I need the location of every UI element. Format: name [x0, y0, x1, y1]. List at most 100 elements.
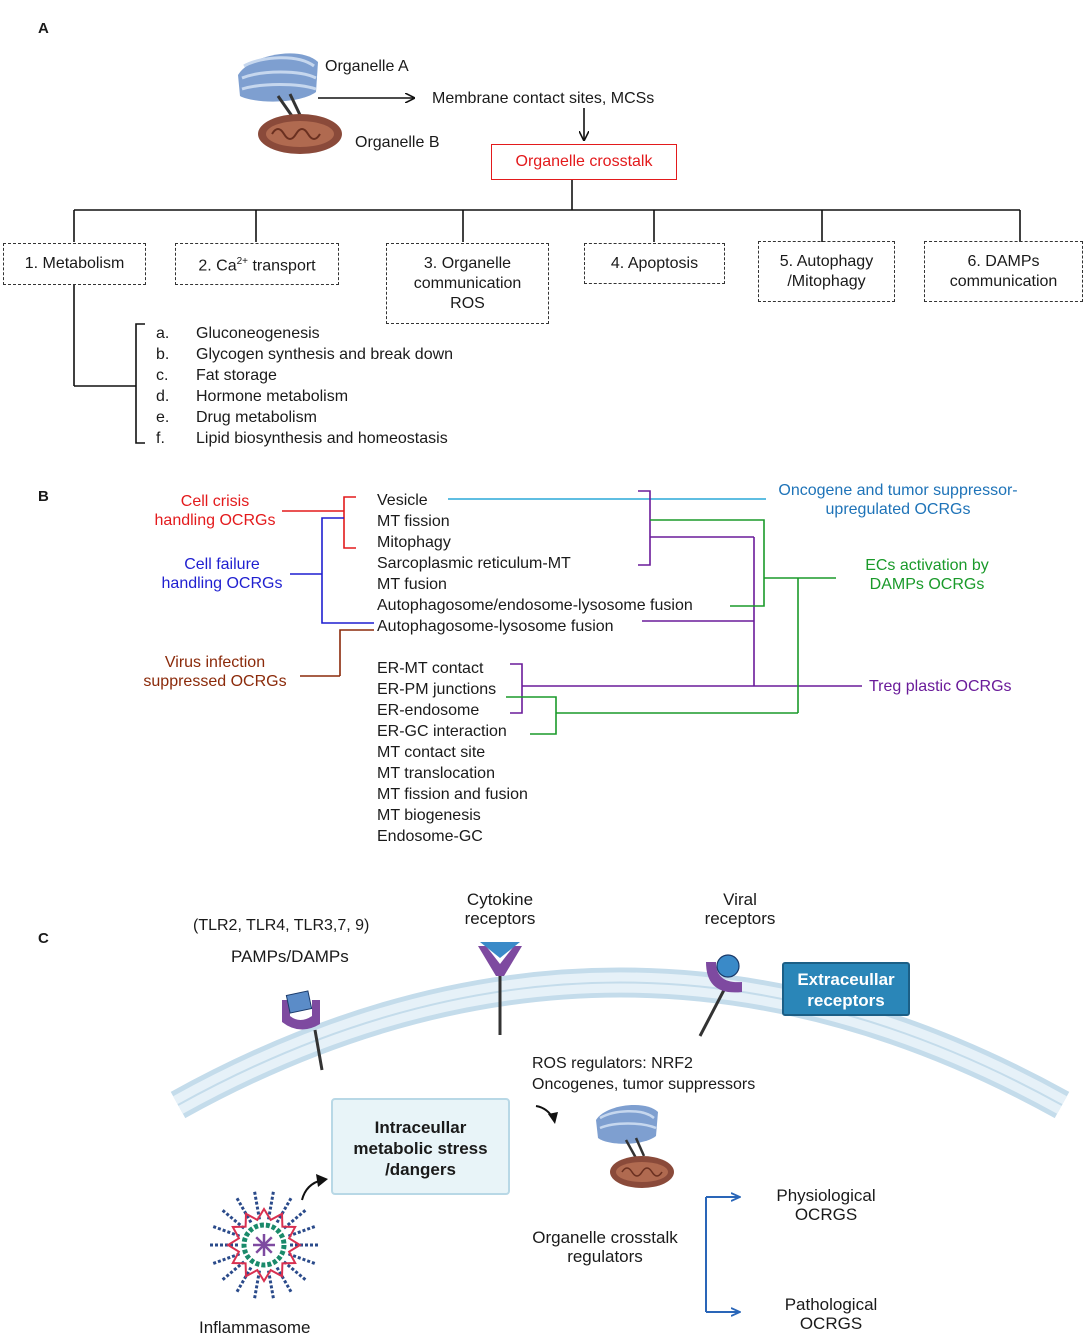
group-label: Virus infection	[164, 654, 266, 671]
organelle-process-item: Mitophagy	[377, 534, 451, 551]
organelle-a-label: Organelle A	[325, 58, 409, 75]
ros-regulators-label: ROS regulators: NRF2	[532, 1055, 693, 1072]
inflammasome-spike	[220, 1207, 246, 1230]
label-line: Organelle crosstalk	[532, 1228, 678, 1247]
inflammasome-spike	[275, 1266, 294, 1295]
inflammasome-spike	[275, 1195, 294, 1224]
organelle-process-item: ER-PM junctions	[377, 681, 497, 698]
group-label: Oncogene and tumor suppressor-	[778, 482, 1018, 499]
intracellular-stress-box: Intraceullar metabolic stress /dangers	[331, 1098, 510, 1195]
red-connector	[282, 496, 356, 549]
inflammasome-spike	[267, 1270, 276, 1301]
organelle-process-item: ER-MT contact	[377, 660, 484, 677]
organelle-crosstalk-box: Organelle crosstalk	[491, 144, 677, 180]
group-label: DAMPs OCRGs	[869, 576, 985, 593]
category-label: 4. Apoptosis	[610, 254, 699, 272]
group-label: Cell failure	[184, 556, 260, 573]
inflammasome-icon	[208, 1189, 320, 1301]
inflammasome-spike	[282, 1260, 308, 1283]
category-label: communication	[949, 272, 1058, 290]
category-label: 3. Organelle	[423, 254, 512, 272]
group-label: handling OCRGs	[161, 575, 283, 592]
inflammasome-spike	[282, 1207, 308, 1230]
category-label: 2. Ca	[198, 257, 237, 275]
metabolism-item-letter: b.	[156, 346, 170, 363]
cell-failure-label: Cell failure handling OCRGs	[154, 555, 290, 593]
panel-label-a: A	[38, 20, 49, 37]
green-connector	[506, 519, 836, 735]
inflammasome-spike	[234, 1195, 253, 1224]
pamps-receptor-icon	[282, 990, 324, 1071]
label-line: receptors	[704, 909, 776, 928]
metabolism-item: Gluconeogenesis	[196, 325, 320, 342]
treg-label: Treg plastic OCRGs	[869, 678, 1012, 695]
crosstalk-regulators-label: Organelle crosstalk regulators	[520, 1228, 690, 1266]
organelle-process-item: MT translocation	[377, 765, 495, 782]
panel-label-b: B	[38, 488, 49, 505]
physiological-ocrgs-label: Physiological OCRGS	[760, 1186, 892, 1224]
oncogene-label: Oncogene and tumor suppressor- upregulat…	[778, 481, 1018, 519]
label-line: Intraceullar	[374, 1118, 467, 1137]
inflammasome-spike	[252, 1270, 261, 1301]
viral-receptor-icon	[698, 954, 742, 1037]
cell-membrane	[170, 967, 1070, 1119]
metabolism-item-letter: e.	[156, 409, 170, 426]
label-line: receptors	[464, 909, 536, 928]
category-autophagy: 5. Autophagy /Mitophagy	[758, 241, 895, 302]
label-line: Pathological	[784, 1295, 878, 1314]
label-line: OCRGS	[794, 1205, 858, 1224]
category-label: /Mitophagy	[787, 272, 866, 290]
label-line: OCRGS	[799, 1314, 863, 1333]
group-label: Cell crisis	[180, 493, 250, 510]
group-label: handling OCRGs	[154, 512, 276, 529]
metabolism-item: Drug metabolism	[196, 409, 317, 426]
category-label: 5. Autophagy	[779, 252, 874, 270]
panel-label-c: C	[38, 930, 49, 947]
category-label: 6. DAMPs	[967, 252, 1040, 270]
organelle-process-item: ER-endosome	[377, 702, 480, 719]
pamps-damps-label: PAMPs/DAMPs	[231, 947, 349, 966]
inflammasome-core-spoke	[255, 1236, 265, 1246]
mcs-label: Membrane contact sites, MCSs	[432, 90, 655, 107]
cytokine-receptor-icon	[478, 942, 522, 1035]
category-label: ROS	[450, 294, 485, 312]
tlr-label: (TLR2, TLR4, TLR3,7, 9)	[193, 917, 370, 934]
outcome-arrows	[705, 1197, 740, 1312]
organelle-process-item: Autophagosome/endosome-lysosome fusion	[377, 597, 693, 614]
inflammasome-spike	[234, 1266, 253, 1295]
category-ca-transport: 2. Ca2+ transport	[175, 243, 339, 285]
organelle-process-item: MT contact site	[377, 744, 486, 761]
metabolism-item: Fat storage	[196, 367, 277, 384]
label-line: receptors	[807, 991, 885, 1010]
group-label: ECs activation by	[865, 557, 989, 574]
virus-infection-label: Virus infection suppressed OCRGs	[132, 653, 298, 691]
category-tree	[73, 180, 1021, 444]
inflammasome-spike	[252, 1189, 261, 1220]
label-line: /dangers	[385, 1160, 456, 1179]
inflammasome-spike	[267, 1189, 276, 1220]
organelle-process-item: MT biogenesis	[377, 807, 481, 824]
label-line: Viral	[723, 890, 757, 909]
group-label: upregulated OCRGs	[825, 501, 971, 518]
metabolism-item-letter: d.	[156, 388, 170, 405]
category-apoptosis: 4. Apoptosis	[584, 243, 725, 284]
extracellular-receptors-box: Extraceullar receptors	[782, 962, 910, 1016]
organelle-process-item: Autophagosome-lysosome fusion	[377, 618, 614, 635]
blue-connector	[290, 517, 374, 624]
organelle-b-label: Organelle B	[355, 134, 440, 151]
organelle-process-item: MT fission	[377, 513, 450, 530]
pathological-ocrgs-label: Pathological OCRGS	[766, 1295, 896, 1333]
cytokine-receptors-label: Cytokine receptors	[448, 890, 552, 928]
inflammasome-spike	[287, 1252, 318, 1266]
metabolism-item: Hormone metabolism	[196, 388, 349, 405]
inflammasome-core-spoke	[255, 1244, 265, 1254]
organelle-process-item: Vesicle	[377, 492, 428, 509]
category-metabolism: 1. Metabolism	[3, 243, 146, 285]
organelle-process-item: Endosome-GC	[377, 828, 483, 845]
metabolism-item-letter: a.	[156, 325, 170, 342]
label-line: Extraceullar	[797, 970, 895, 989]
cell-crisis-label: Cell crisis handling OCRGs	[148, 492, 282, 530]
superscript: 2+	[236, 255, 249, 267]
ecs-activation-label: ECs activation by DAMPs OCRGs	[842, 556, 1012, 594]
